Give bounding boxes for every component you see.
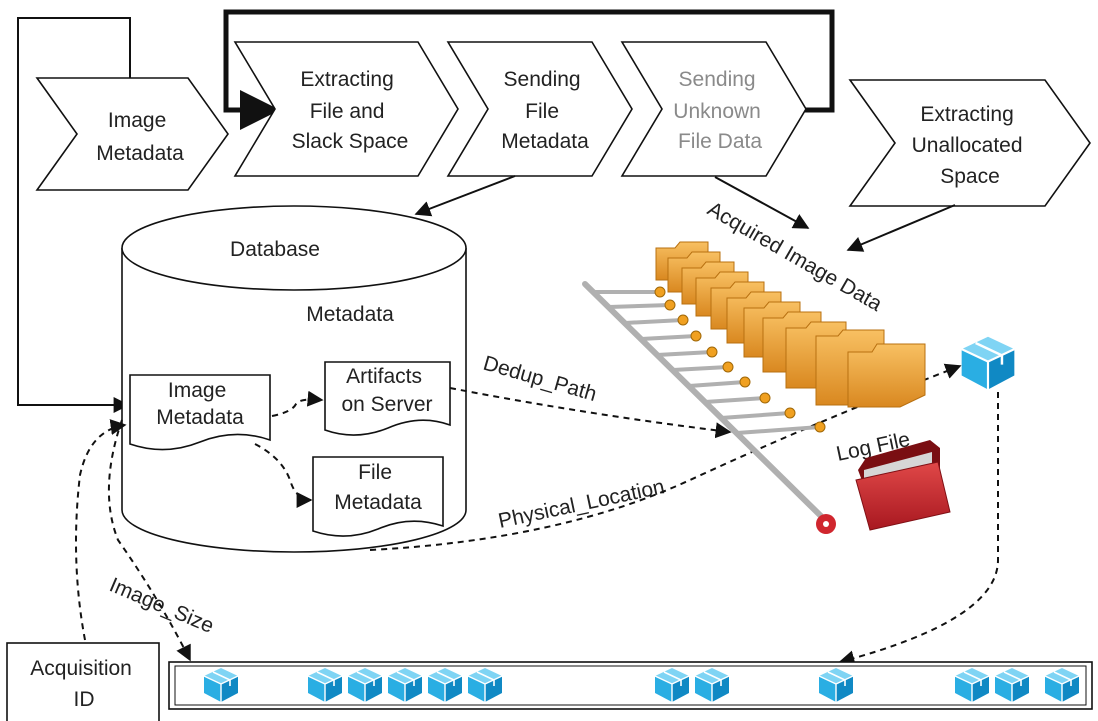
step-sending-unknown: [620, 41, 807, 177]
arrow-unknown-to-data: [714, 176, 810, 229]
database-metadata-label: Metadata: [306, 303, 394, 326]
edge-physical-location: [369, 363, 962, 551]
database-title: Database: [230, 238, 320, 261]
step-extracting-unallocated: [848, 79, 1091, 207]
thick-loop-arrow: [223, 9, 835, 130]
step-extracting-unallocated-label: Extracting Unallocated Space: [912, 103, 1029, 188]
doc-artifacts: [324, 361, 451, 436]
step-sending-unknown-label: Sending Unknown File Data: [673, 68, 766, 153]
arrow-unallocated-to-data: [846, 204, 956, 252]
loop-to-image-metadata-doc: [17, 17, 131, 413]
storage-bar: [168, 661, 1093, 710]
edge-image-to-file: [254, 443, 313, 508]
step-image-metadata: [35, 77, 229, 191]
storage-bar-inner: [174, 665, 1087, 706]
step-sending-metadata-label: Sending File Metadata: [501, 68, 589, 153]
step-extracting-file: [233, 41, 459, 177]
doc-image-metadata-label: Image Metadata: [156, 379, 244, 429]
doc-image-metadata: [129, 374, 271, 451]
doc-artifacts-label: Artifacts on Server: [341, 365, 432, 416]
step-extracting-file-label: Extracting File and Slack Space: [292, 68, 409, 153]
label-physical-location: Physical_Location: [496, 475, 666, 533]
label-image-size: Image_Size: [106, 573, 217, 638]
log-file-folder-icon: [855, 440, 951, 531]
edge-image-size: [107, 419, 191, 662]
doc-file-metadata: [312, 456, 444, 537]
arrow-to-database: [414, 175, 516, 217]
step-sending-metadata: [446, 41, 633, 177]
folder-tree-graphic: [582, 241, 926, 534]
step-image-metadata-label: Image Metadata: [96, 109, 184, 165]
doc-file-metadata-label: File Metadata: [334, 461, 422, 514]
acquisition-id-label: Acquisition ID: [30, 657, 137, 711]
edge-acquisition-id: [75, 419, 127, 641]
database-top: [121, 205, 467, 291]
acquisition-id-box: [6, 642, 160, 721]
edge-image-to-artifacts: [271, 390, 324, 417]
edge-dedup-path: [449, 387, 732, 439]
edge-cube-to-storage: [838, 392, 999, 667]
